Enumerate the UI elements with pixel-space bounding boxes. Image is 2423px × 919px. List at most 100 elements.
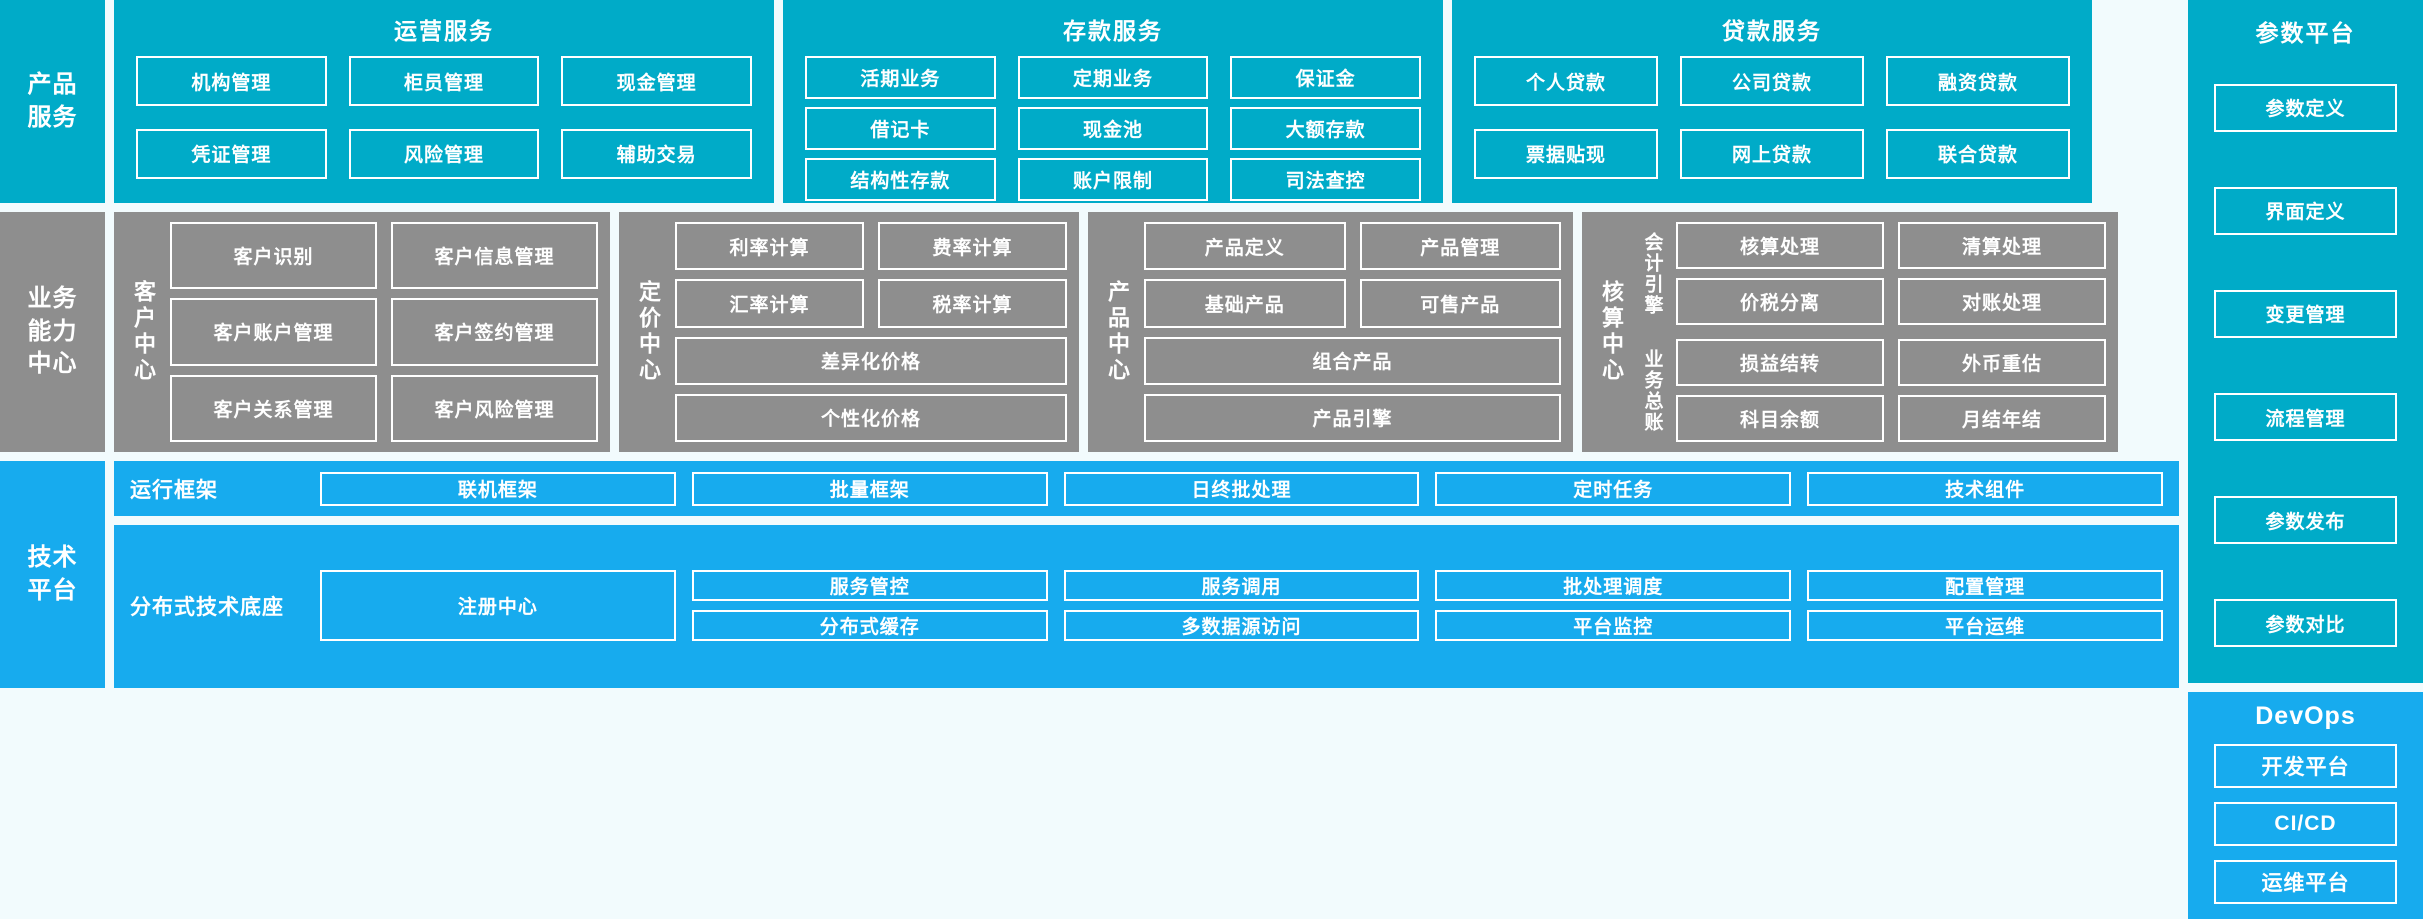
subgroup-label-business-ledger: 业务总账 bbox=[1641, 348, 1663, 433]
param-chip[interactable]: 参数定义 bbox=[2214, 83, 2397, 132]
capability-chip[interactable]: 清算处理 bbox=[1898, 222, 2106, 269]
service-chip[interactable]: 辅助交易 bbox=[561, 128, 752, 179]
group-title-operation-services: 运营服务 bbox=[394, 18, 494, 44]
capability-chip[interactable]: 费率计算 bbox=[878, 222, 1067, 271]
param-chip[interactable]: 界面定义 bbox=[2214, 186, 2397, 235]
tech-chip[interactable]: 技术组件 bbox=[1807, 471, 2163, 506]
center-pricing: 定价中心 利率计算 费率计算 汇率计算 税率计算 差异化价格 个性化价格 bbox=[619, 212, 1079, 452]
tech-band-runtime-framework: 运行框架 联机框架 批量框架 日终批处理 定时任务 技术组件 bbox=[114, 461, 2179, 516]
service-chip[interactable]: 现金管理 bbox=[561, 56, 752, 106]
capability-chip[interactable]: 税率计算 bbox=[878, 279, 1067, 328]
capability-chip[interactable]: 核算处理 bbox=[1676, 222, 1884, 269]
capability-chip[interactable]: 客户签约管理 bbox=[391, 298, 598, 366]
capability-chip[interactable]: 月结年结 bbox=[1898, 395, 2106, 442]
tech-chip[interactable]: 平台运维 bbox=[1807, 610, 2163, 641]
capability-chip[interactable]: 组合产品 bbox=[1144, 336, 1561, 385]
group-title-deposit-services: 存款服务 bbox=[1063, 18, 1163, 44]
service-chip[interactable]: 机构管理 bbox=[136, 56, 327, 106]
capability-chip[interactable]: 个性化价格 bbox=[675, 393, 1067, 442]
capability-chip[interactable]: 损益结转 bbox=[1676, 339, 1884, 386]
group-deposit-services: 存款服务 活期业务 定期业务 保证金 借记卡 现金池 大额存款 结构性存款 账户… bbox=[783, 0, 1443, 203]
service-chip[interactable]: 大额存款 bbox=[1230, 107, 1421, 150]
capability-chip[interactable]: 科目余额 bbox=[1676, 395, 1884, 442]
capability-chip[interactable]: 价税分离 bbox=[1676, 278, 1884, 325]
capability-chip[interactable]: 客户识别 bbox=[170, 222, 377, 290]
service-chip[interactable]: 结构性存款 bbox=[805, 158, 996, 201]
tech-chip[interactable]: 服务调用 bbox=[1063, 570, 1420, 601]
center-customer: 客户中心 客户识别 客户信息管理 客户账户管理 客户签约管理 客户关系管理 客户… bbox=[114, 212, 610, 452]
service-chip[interactable]: 风险管理 bbox=[348, 128, 540, 179]
business-capability-band: 业务 能力 中心 客户中心 客户识别 客户信息管理 客户账户管理 客户签约管理 … bbox=[0, 212, 2423, 452]
tech-band-distributed-base: 分布式技术底座 注册中心 服务管控 服务调用 批处理调度 配置管理 分布式缓存 … bbox=[114, 525, 2179, 688]
service-chip[interactable]: 个人贷款 bbox=[1474, 56, 1658, 106]
capability-chip[interactable]: 差异化价格 bbox=[675, 336, 1067, 385]
center-label-customer: 客户中心 bbox=[131, 280, 156, 384]
capability-chip[interactable]: 客户风险管理 bbox=[391, 374, 598, 442]
capability-chip[interactable]: 产品定义 bbox=[1144, 222, 1346, 271]
service-chip[interactable]: 凭证管理 bbox=[136, 128, 327, 179]
tech-chip[interactable]: 多数据源访问 bbox=[1063, 610, 1420, 641]
panel-title-devops: DevOps bbox=[2255, 702, 2356, 730]
service-chip[interactable]: 定期业务 bbox=[1017, 56, 1209, 99]
param-chip[interactable]: 参数对比 bbox=[2214, 599, 2397, 648]
service-chip[interactable]: 网上贷款 bbox=[1680, 128, 1864, 179]
layer-label-tech-platform: 技术 平台 bbox=[0, 461, 105, 688]
capability-chip[interactable]: 汇率计算 bbox=[675, 279, 864, 328]
tech-chip[interactable]: 平台监控 bbox=[1435, 610, 1792, 641]
tech-platform-band: 技术 平台 运行框架 联机框架 批量框架 日终批处理 定时任务 技术组件 分布式… bbox=[0, 461, 2423, 688]
tech-chip[interactable]: 分布式缓存 bbox=[691, 610, 1048, 641]
tech-chip[interactable]: 批处理调度 bbox=[1435, 570, 1792, 601]
capability-chip[interactable]: 客户关系管理 bbox=[170, 374, 377, 442]
tech-chip[interactable]: 联机框架 bbox=[320, 471, 676, 506]
group-title-loan-services: 贷款服务 bbox=[1722, 18, 1822, 44]
capability-chip[interactable]: 客户信息管理 bbox=[391, 222, 598, 290]
panel-parameter-platform: 参数平台 参数定义 界面定义 变更管理 流程管理 参数发布 参数对比 bbox=[2188, 0, 2423, 683]
product-services-band: 产品 服务 运营服务 机构管理 柜员管理 现金管理 凭证管理 风险管理 辅助交易… bbox=[0, 0, 2423, 203]
service-chip[interactable]: 现金池 bbox=[1017, 107, 1209, 150]
center-product: 产品中心 产品定义 产品管理 基础产品 可售产品 组合产品 产品引擎 bbox=[1088, 212, 1573, 452]
tech-chip[interactable]: 服务管控 bbox=[691, 570, 1048, 601]
param-chip[interactable]: 变更管理 bbox=[2214, 289, 2397, 338]
tech-chip[interactable]: 定时任务 bbox=[1435, 471, 1792, 506]
center-label-pricing: 定价中心 bbox=[636, 280, 661, 384]
right-column: 参数平台 参数定义 界面定义 变更管理 流程管理 参数发布 参数对比 DevOp… bbox=[2188, 0, 2423, 919]
center-label-accounting: 核算中心 bbox=[1599, 280, 1624, 384]
capability-chip[interactable]: 产品管理 bbox=[1359, 222, 1561, 271]
service-chip[interactable]: 活期业务 bbox=[805, 56, 996, 99]
service-chip[interactable]: 账户限制 bbox=[1017, 158, 1209, 201]
tech-chip[interactable]: 配置管理 bbox=[1807, 570, 2163, 601]
tech-chip[interactable]: 批量框架 bbox=[691, 471, 1048, 506]
capability-chip[interactable]: 对账处理 bbox=[1898, 278, 2106, 325]
capability-chip[interactable]: 可售产品 bbox=[1359, 279, 1561, 328]
capability-chip[interactable]: 产品引擎 bbox=[1144, 393, 1561, 442]
service-chip[interactable]: 柜员管理 bbox=[348, 56, 540, 106]
subgroup-label-accounting-engine: 会计引擎 bbox=[1641, 231, 1663, 316]
capability-chip[interactable]: 利率计算 bbox=[675, 222, 864, 271]
tech-band-label-distributed-base: 分布式技术底座 bbox=[130, 595, 284, 619]
capability-chip[interactable]: 基础产品 bbox=[1144, 279, 1346, 328]
service-chip[interactable]: 借记卡 bbox=[805, 107, 996, 150]
devops-chip[interactable]: CI/CD bbox=[2214, 801, 2397, 846]
devops-chip[interactable]: 开发平台 bbox=[2214, 743, 2397, 788]
panel-title-parameter-platform: 参数平台 bbox=[2255, 20, 2356, 46]
tech-chip-registry-center[interactable]: 注册中心 bbox=[320, 570, 676, 641]
service-chip[interactable]: 公司贷款 bbox=[1680, 56, 1864, 106]
center-label-product: 产品中心 bbox=[1105, 280, 1130, 384]
subgroup-business-ledger: 业务总账 损益结转 外币重估 科目余额 月结年结 bbox=[1638, 339, 2106, 442]
tech-chip[interactable]: 日终批处理 bbox=[1063, 471, 1420, 506]
capability-chip[interactable]: 客户账户管理 bbox=[170, 298, 377, 366]
layer-label-product-services: 产品 服务 bbox=[0, 0, 105, 203]
service-chip[interactable]: 票据贴现 bbox=[1474, 128, 1658, 179]
devops-chip[interactable]: 运维平台 bbox=[2214, 860, 2397, 905]
tech-band-label-runtime-framework: 运行框架 bbox=[130, 478, 218, 502]
service-chip[interactable]: 联合贷款 bbox=[1886, 128, 2070, 179]
service-chip[interactable]: 融资贷款 bbox=[1886, 56, 2070, 106]
capability-chip[interactable]: 外币重估 bbox=[1898, 339, 2106, 386]
layer-label-business-capability: 业务 能力 中心 bbox=[0, 212, 105, 452]
param-chip[interactable]: 参数发布 bbox=[2214, 496, 2397, 545]
subgroup-accounting-engine: 会计引擎 核算处理 清算处理 价税分离 对账处理 bbox=[1638, 222, 2106, 325]
service-chip[interactable]: 保证金 bbox=[1230, 56, 1421, 99]
param-chip[interactable]: 流程管理 bbox=[2214, 393, 2397, 442]
service-chip[interactable]: 司法查控 bbox=[1230, 158, 1421, 201]
